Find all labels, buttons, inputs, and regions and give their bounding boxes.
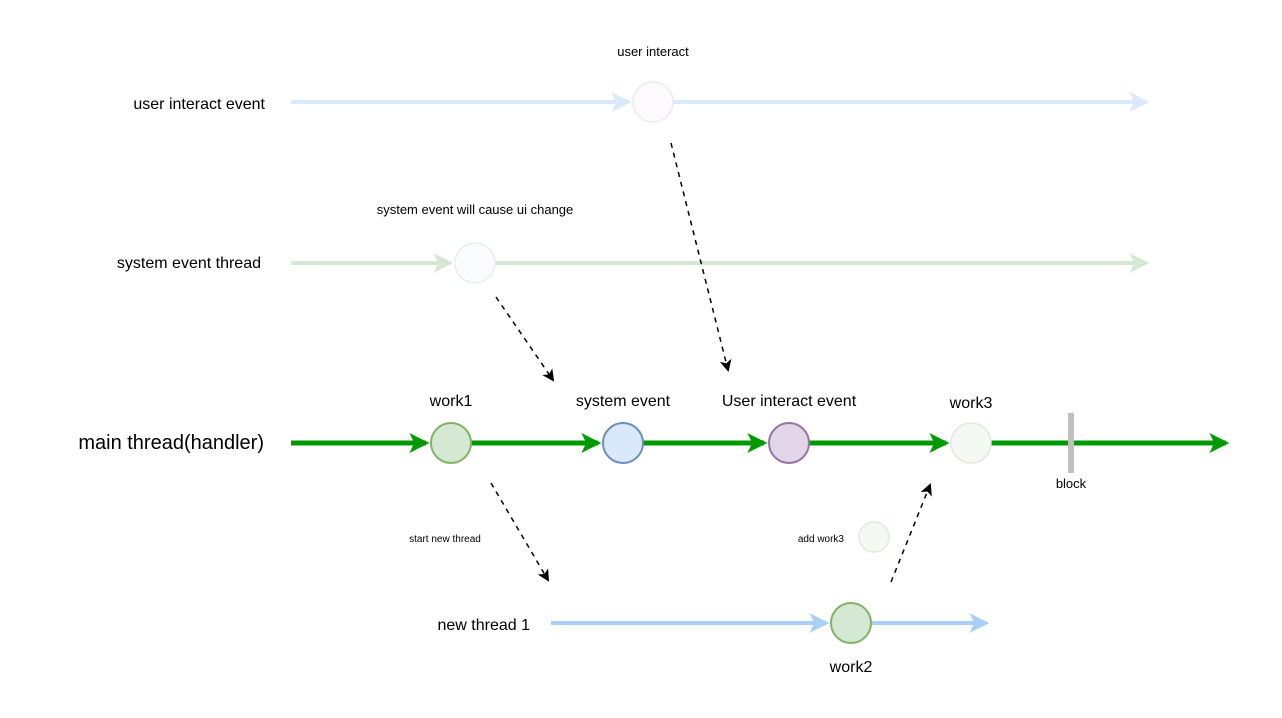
work1-node	[430, 422, 472, 464]
start-new-thread-note: start new thread	[409, 534, 481, 545]
system-event-row: system event thread system event will ca…	[117, 202, 1150, 284]
system-to-main-arrow	[495, 296, 555, 382]
add-work3-node	[858, 521, 890, 553]
main-thread-row: main thread(handler) work1 system event …	[78, 393, 1230, 491]
add-work3-note: add work3	[798, 534, 845, 545]
user-event-row-label: user interact event	[133, 96, 265, 113]
system-event-node	[454, 242, 496, 284]
work1-label: work1	[429, 393, 473, 410]
new-thread-row: new thread 1 work2	[437, 602, 990, 676]
user-event-row: user interact event user interact	[133, 44, 1150, 123]
user-interact-note: user interact	[617, 44, 689, 59]
start-new-thread-arrow	[490, 482, 550, 582]
work2-node	[830, 602, 872, 644]
block-label: block	[1056, 476, 1087, 491]
system-event-main-node	[602, 422, 644, 464]
work3-label: work3	[949, 395, 993, 412]
user-event-main-label: User interact event	[722, 393, 857, 410]
user-interact-node	[632, 81, 674, 123]
main-thread-label: main thread(handler)	[78, 432, 264, 454]
block-marker	[1068, 413, 1074, 473]
system-event-note: system event will cause ui change	[377, 202, 574, 217]
new-thread-label: new thread 1	[437, 617, 530, 634]
system-event-row-label: system event thread	[117, 255, 261, 272]
user-to-main-arrow	[670, 142, 732, 372]
user-event-main-node	[768, 422, 810, 464]
system-event-main-label: system event	[576, 393, 671, 410]
work2-label: work2	[829, 659, 873, 676]
work3-node	[950, 422, 992, 464]
add-work3-arrow	[890, 483, 932, 583]
